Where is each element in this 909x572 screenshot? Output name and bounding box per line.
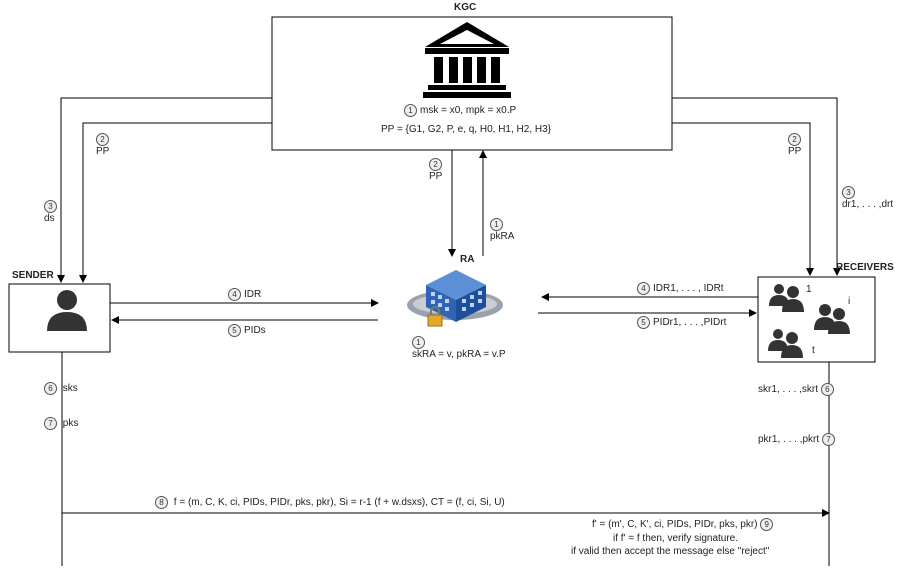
skr-text: skr1, . . . ,skrt	[758, 384, 818, 395]
step-badge: 6	[44, 382, 57, 395]
arrow-kgc-receivers-dr	[672, 98, 837, 275]
pkr-label: pkr1, . . . ,pkrt 7	[758, 433, 838, 446]
receiver-label-first: 1	[806, 284, 812, 296]
receiver-label-i: i	[848, 296, 850, 308]
step-badge: 8	[155, 496, 168, 509]
kgc-msk-text: msk = x0, mpk = x0.P	[420, 105, 516, 116]
building-lock-icon	[407, 270, 503, 326]
pkra-text: pkRA	[490, 231, 514, 242]
step-badge: 9	[760, 518, 773, 531]
formula8-text: f = (m, C, K, ci, PIDs, PIDr, pks, pkr),…	[174, 497, 505, 508]
kgc-pp-text: PP = {G1, G2, P, e, q, H0, H1, H2, H3}	[381, 124, 551, 136]
arrow-kgc-sender-ds	[61, 98, 272, 282]
formula9-text: f' = (m', C, K', ci, PIDs, PIDr, pks, pk…	[592, 519, 757, 530]
sks-text: sks	[63, 383, 78, 394]
kgc-title: KGC	[454, 2, 476, 14]
step-badge: 7	[822, 433, 835, 446]
step-badge: 4	[637, 282, 650, 295]
step-badge: 7	[44, 417, 57, 430]
step-badge: 2	[429, 158, 442, 171]
step-badge: 3	[44, 200, 57, 213]
step-badge: 2	[788, 133, 801, 146]
receivers-title: RECEIVERS	[836, 262, 894, 274]
verify1-text: if f' = f then, verify signature.	[613, 533, 738, 545]
pids-text: PIDs	[244, 325, 266, 336]
dr-text: dr1, . . . ,drt	[842, 199, 893, 210]
sks-label: 6 sks	[44, 382, 78, 395]
step-badge: 5	[228, 324, 241, 337]
step-badge: 1	[412, 336, 425, 349]
pkr-text: pkr1, . . . ,pkrt	[758, 434, 819, 445]
bank-icon	[423, 22, 511, 98]
step-badge: 4	[228, 288, 241, 301]
ra-title: RA	[460, 254, 474, 266]
idrs-text: IDR1, . . . , IDRt	[653, 283, 724, 294]
step-badge: 6	[821, 383, 834, 396]
sender-title: SENDER	[12, 270, 54, 282]
step-badge: 2	[96, 133, 109, 146]
pks-text: pks	[63, 418, 79, 429]
step-badge: 3	[842, 186, 855, 199]
pp-text: PP	[788, 146, 801, 157]
idr-text: IDR	[244, 289, 261, 300]
step-badge: 1	[490, 218, 503, 231]
pks-label: 7 pks	[44, 417, 78, 430]
ds-text: ds	[44, 213, 55, 224]
verify2-text: if valid then accept the message else "r…	[571, 546, 769, 558]
formula8-label: 8 f = (m, C, K, ci, PIDs, PIDr, pks, pkr…	[155, 496, 505, 509]
pp-text: PP	[429, 171, 442, 182]
pidrs-text: PIDr1, . . . ,PIDrt	[653, 317, 726, 328]
ra-keys-text: skRA = v, pkRA = v.P	[412, 349, 506, 360]
step-badge: 5	[637, 316, 650, 329]
receiver-label-t: t	[812, 345, 815, 357]
step-badge: 1	[404, 104, 417, 117]
formula9-label: f' = (m', C, K', ci, PIDs, PIDr, pks, pk…	[592, 518, 776, 531]
pp-text: PP	[96, 146, 109, 157]
skr-label: skr1, . . . ,skrt 6	[758, 383, 837, 396]
person-icon	[47, 290, 87, 331]
